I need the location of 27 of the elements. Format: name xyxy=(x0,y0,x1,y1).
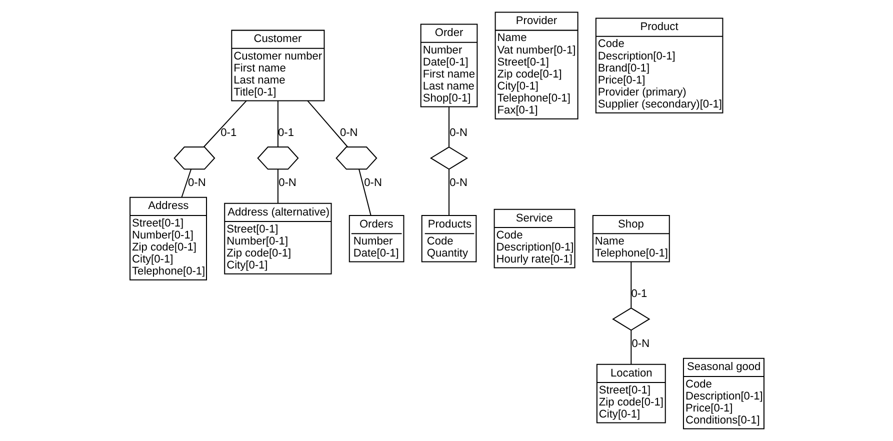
edge-label: 0-N xyxy=(449,126,467,139)
node-box: Orders Number Date[0-1] xyxy=(348,214,404,262)
connector xyxy=(630,330,632,364)
connector xyxy=(358,169,371,216)
edge-label: 0-N xyxy=(339,126,358,139)
edge-label: 0-N xyxy=(188,177,206,190)
connector xyxy=(276,100,278,147)
connector xyxy=(630,262,632,308)
connector xyxy=(448,107,450,147)
edge-label: 0-N xyxy=(631,338,650,350)
edge-label: 0-1 xyxy=(278,126,294,139)
node-hexagon xyxy=(335,146,377,170)
edge-label: 0-1 xyxy=(630,288,647,300)
node-box: Products Code Quantity xyxy=(420,214,476,262)
connector xyxy=(448,169,450,216)
connector xyxy=(306,100,348,148)
connector xyxy=(276,169,278,204)
connector xyxy=(202,100,246,148)
connector xyxy=(180,169,191,198)
node-hexagon xyxy=(173,146,215,170)
edge-label: 0-N xyxy=(278,177,296,190)
edge-label: 0-N xyxy=(449,177,467,190)
edge-label: 0-1 xyxy=(220,126,236,139)
node-diamond xyxy=(429,146,468,170)
edge-label: 0-N xyxy=(364,177,382,190)
node-diamond xyxy=(612,307,650,331)
node-hexagon xyxy=(256,146,298,170)
